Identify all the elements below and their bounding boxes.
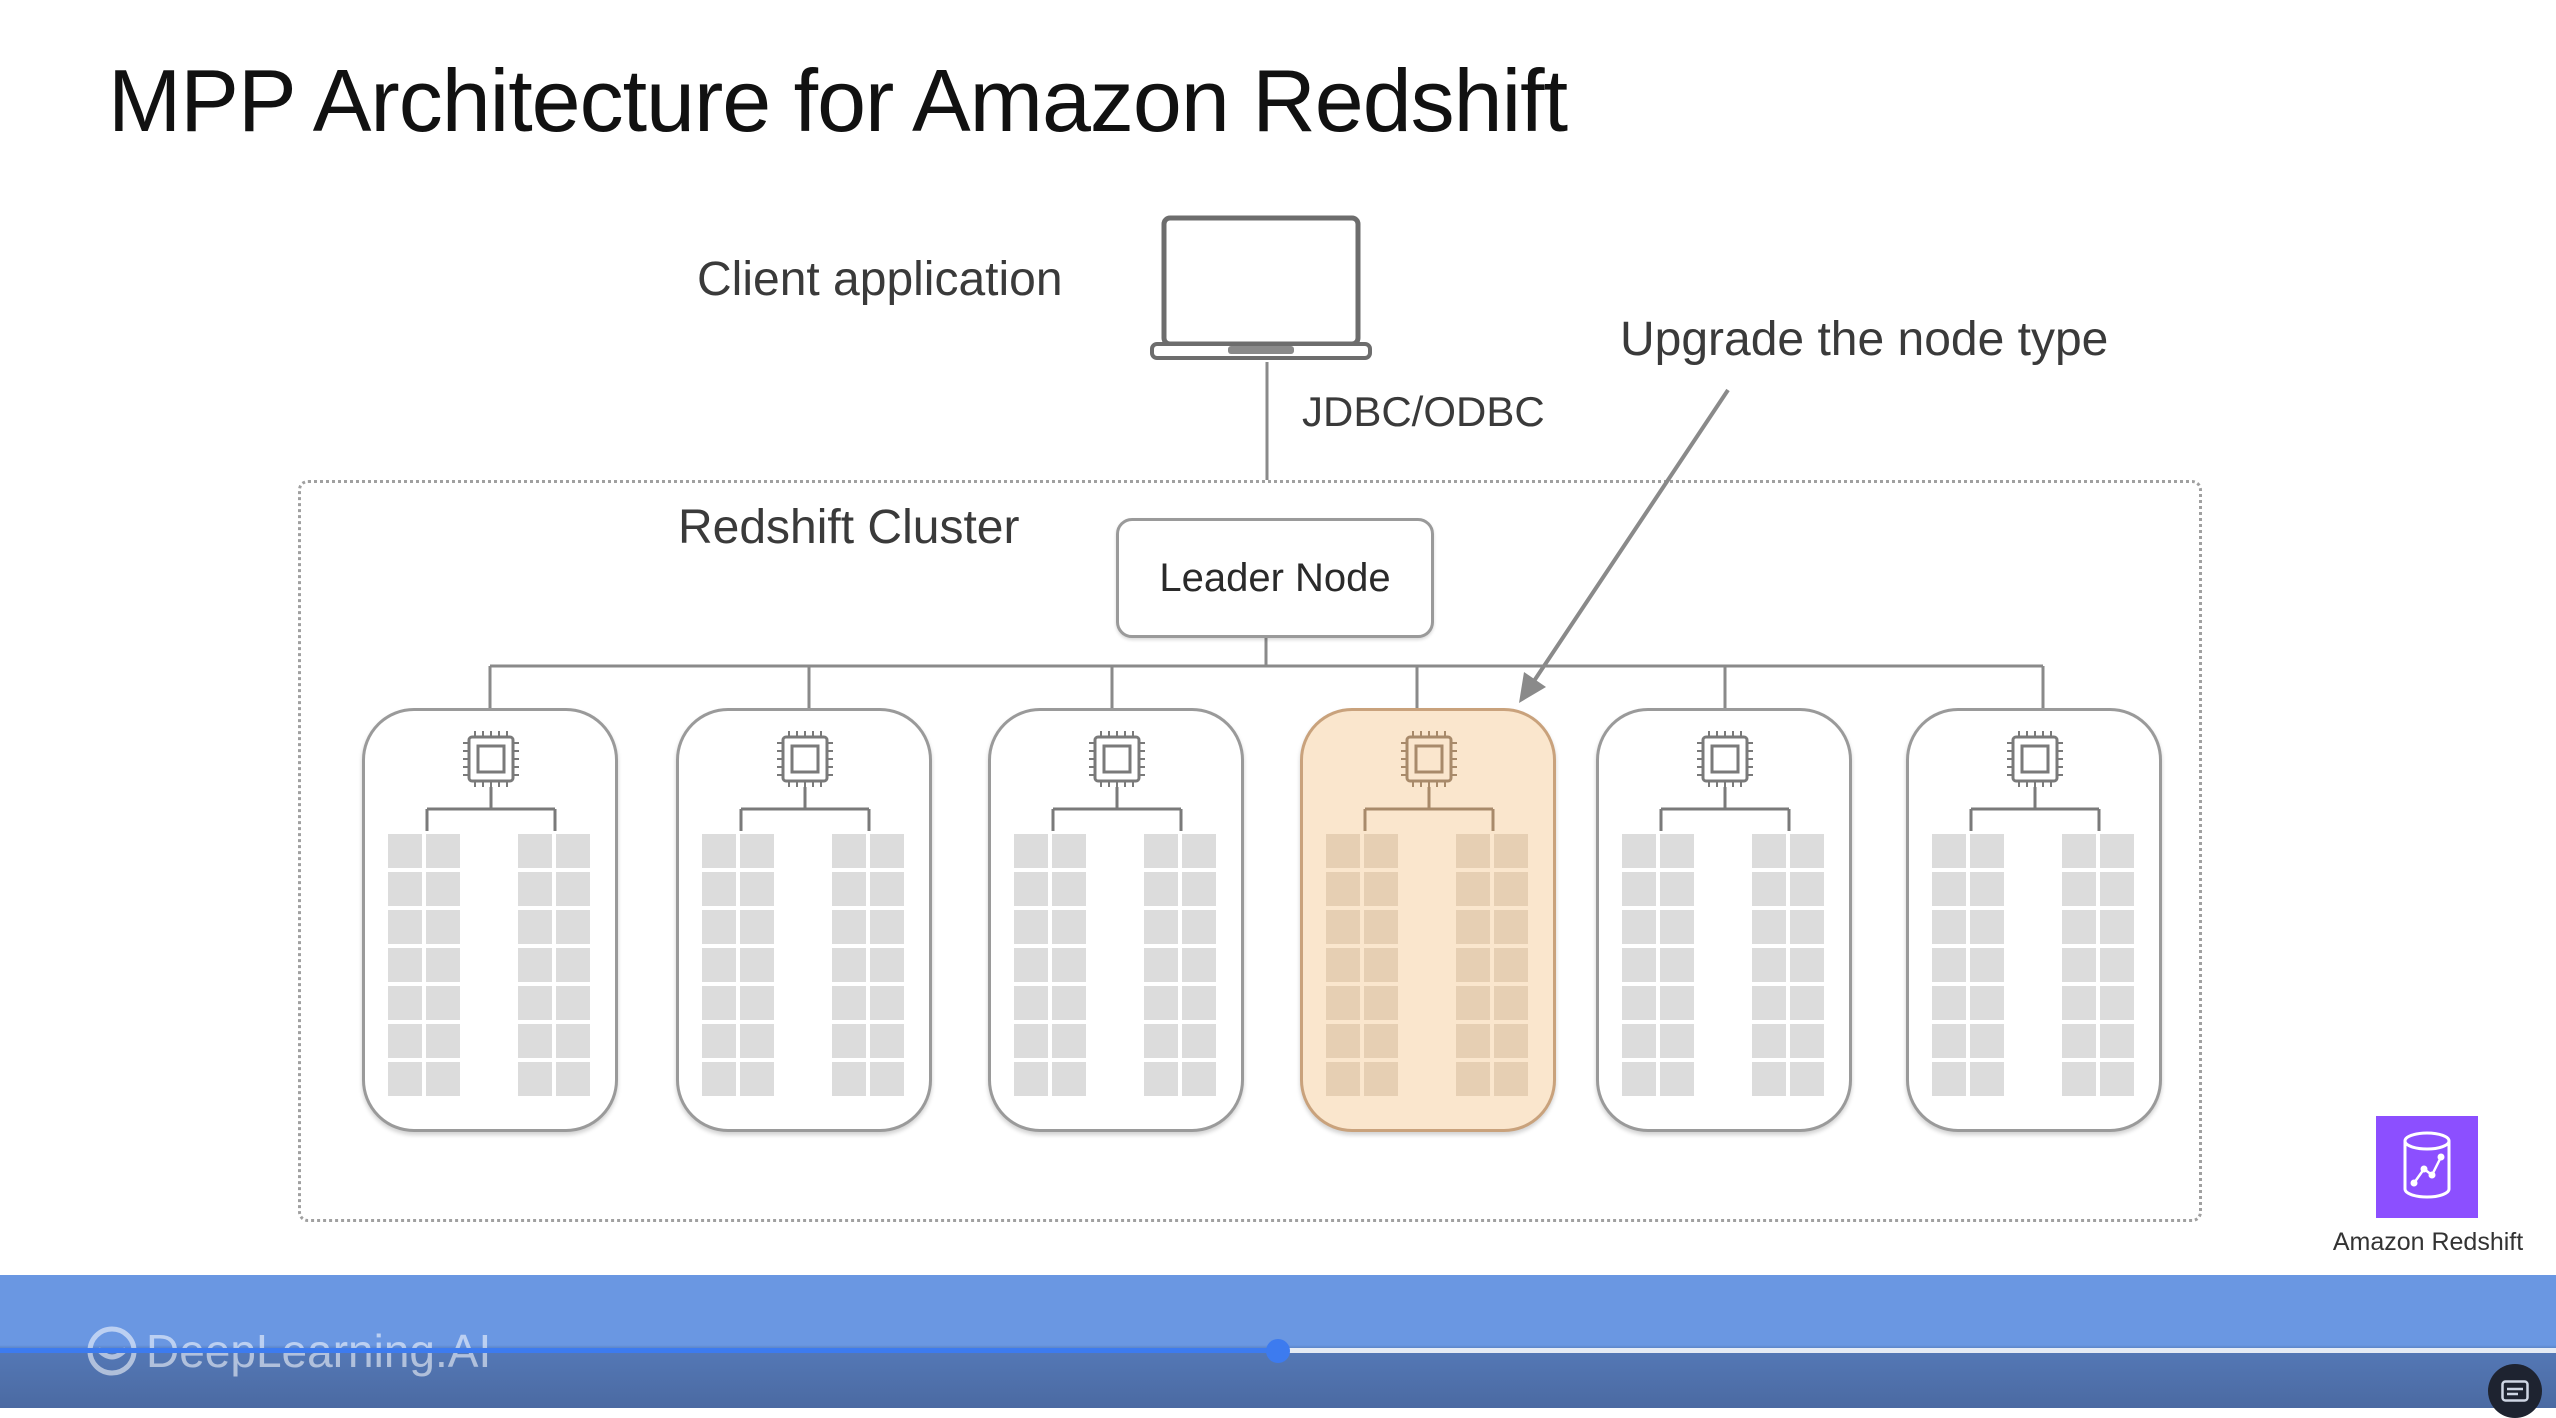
compute-node-highlighted [1300, 708, 1556, 1132]
upgrade-annotation: Upgrade the node type [1620, 313, 2109, 366]
redshift-cluster-boundary [298, 480, 2202, 1222]
compute-node [676, 708, 932, 1132]
client-application-label: Client application [697, 253, 1063, 306]
storage-slice-grid [1012, 832, 1088, 1098]
storage-slice-grid [1930, 832, 2006, 1098]
cpu-icon [463, 731, 519, 787]
upgrade-arrow-head [1519, 672, 1546, 703]
video-progress-handle[interactable] [1266, 1339, 1290, 1363]
cpu-icon [1089, 731, 1145, 787]
storage-slice-grid [1324, 832, 1400, 1098]
laptop-icon [1150, 212, 1372, 369]
slide: MPP Architecture for Amazon Redshift Cli… [108, 51, 2524, 1256]
storage-slice-grid [1620, 832, 1696, 1098]
compute-node [362, 708, 618, 1132]
storage-slice-grid [386, 832, 462, 1098]
storage-slice-grid [2060, 832, 2136, 1098]
amazon-redshift-label: Amazon Redshift [2332, 1228, 2524, 1256]
cpu-icon [1401, 731, 1457, 787]
slide-title: MPP Architecture for Amazon Redshift [108, 51, 1568, 150]
leader-node: Leader Node [1116, 518, 1434, 638]
jdbc-odbc-label: JDBC/ODBC [1302, 388, 1545, 435]
storage-slice-grid [1142, 832, 1218, 1098]
video-progress-track[interactable] [0, 1339, 2556, 1363]
compute-node [1596, 708, 1852, 1132]
cpu-icon [2007, 731, 2063, 787]
storage-slice-grid [700, 832, 776, 1098]
cpu-icon [1697, 731, 1753, 787]
storage-slice-grid [516, 832, 592, 1098]
compute-node [988, 708, 1244, 1132]
cpu-icon [777, 731, 833, 787]
captions-button[interactable] [2488, 1364, 2542, 1418]
connector-lines [488, 362, 2045, 708]
amazon-redshift-icon [2376, 1116, 2478, 1218]
captions-icon [2501, 1380, 2529, 1402]
upgrade-arrow [1526, 388, 1730, 692]
video-progress-fill [0, 1348, 1278, 1353]
storage-slice-grid [1750, 832, 1826, 1098]
storage-slice-grid [830, 832, 906, 1098]
compute-node [1906, 708, 2162, 1132]
storage-slice-grid [1454, 832, 1530, 1098]
redshift-cluster-label: Redshift Cluster [678, 501, 1020, 554]
